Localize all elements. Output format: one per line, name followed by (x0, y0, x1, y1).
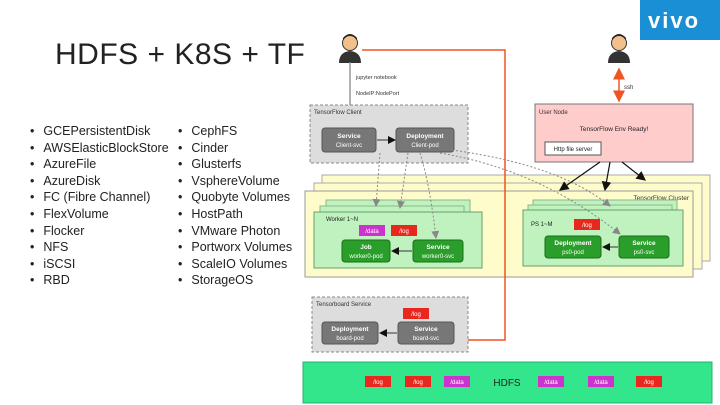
hdfs-tag (444, 376, 470, 387)
ssh-label: ssh (624, 85, 633, 91)
volume-item: FC (Fibre Channel) (30, 189, 169, 206)
volume-item: VsphereVolume (178, 173, 292, 190)
ps-deployment-name: Deployment (554, 240, 592, 247)
worker-job-name: Job (360, 244, 372, 251)
volume-list-left: GCEPersistentDisk AWSElasticBlockStore A… (30, 123, 169, 289)
ps-service-box (618, 235, 670, 259)
brand-logo-text: vivo (648, 8, 701, 33)
volume-item: StorageOS (178, 272, 292, 289)
volume-item: AzureFile (30, 156, 169, 173)
user-node-status: TensorFlow Env Ready! (580, 126, 649, 133)
hdfs-tag (538, 376, 564, 387)
hdfs-tag-label: /data (544, 380, 558, 386)
volume-item: AzureDisk (30, 173, 169, 190)
hdfs-tag-label: /log (413, 380, 423, 386)
volume-item: NFS (30, 239, 169, 256)
worker-title: Worker 1~N (326, 217, 358, 223)
file-server-box (544, 141, 602, 156)
volume-item: Quobyte Volumes (178, 189, 292, 206)
volume-item: Flocker (30, 223, 169, 240)
worker-data-tag (359, 225, 385, 236)
ps-title: PS 1~M (531, 222, 553, 228)
volume-item: HostPath (178, 206, 292, 223)
tensorboard-log-tag-label: /log (411, 312, 421, 318)
volume-list-right: CephFS Cinder Glusterfs VsphereVolume Qu… (178, 123, 292, 289)
client-deployment-box (395, 127, 455, 153)
volume-item: FlexVolume (30, 206, 169, 223)
worker-log-tag-label: /log (399, 229, 409, 235)
worker-service-sub: worker0-svc (421, 254, 454, 260)
worker-job-box (341, 239, 391, 263)
file-server-label: Http file server (554, 147, 593, 153)
volume-item: ScaleIO Volumes (178, 256, 292, 273)
worker-data-tag-label: /data (365, 229, 379, 235)
ps-deployment-box (544, 235, 602, 259)
volume-item: iSCSI (30, 256, 169, 273)
hdfs-tag (636, 376, 662, 387)
hdfs-tag (405, 376, 431, 387)
tensorboard-log-tag (403, 308, 429, 319)
volume-item: AWSElasticBlockStore (30, 140, 168, 157)
ps-log-tag-label: /log (582, 223, 592, 229)
ps-service-sub: ps0-svc (634, 250, 655, 256)
hdfs-tag-label: /data (594, 380, 608, 386)
ps-deployment-sub: ps0-pod (562, 250, 584, 256)
cluster-title: TensorFlow Cluster (633, 195, 689, 202)
ps-service-name: Service (632, 240, 656, 247)
worker-log-tag (391, 225, 417, 236)
nodeport-label: NodeIP:NodePort (356, 91, 400, 97)
client-deployment-name: Deployment (406, 133, 444, 140)
client-service-box (321, 127, 377, 153)
brand-logo: vivo (640, 0, 720, 40)
hdfs-tag-label: /data (450, 380, 464, 386)
tensorboard-deployment-sub: board-pod (336, 336, 363, 342)
client-service-sub: Client-svc (336, 143, 362, 149)
slide-title: HDFS + K8S + TF (55, 38, 306, 71)
ps-log-tag (574, 219, 600, 230)
hdfs-label: HDFS (493, 378, 521, 389)
hdfs-tag (588, 376, 614, 387)
worker-job-sub: worker0-pod (348, 254, 382, 260)
tensorboard-service-sub: board-svc (413, 336, 439, 342)
hdfs-tag (365, 376, 391, 387)
hdfs-tag-label: /log (644, 380, 654, 386)
tensorboard-service-name: Service (414, 326, 438, 333)
volume-item: VMware Photon (178, 223, 292, 240)
user-icon (608, 34, 630, 63)
tensorboard-service-box (397, 321, 455, 345)
volume-item: GCEPersistentDisk (30, 123, 169, 140)
volume-item: Cinder (178, 140, 292, 157)
client-service-name: Service (337, 133, 361, 140)
user-icon (339, 34, 361, 63)
volume-item: Glusterfs (178, 156, 292, 173)
client-deployment-sub: Client-pod (411, 143, 438, 149)
tensorboard-deployment-name: Deployment (331, 326, 369, 333)
volume-item: RBD (30, 272, 169, 289)
worker-service-name: Service (426, 244, 450, 251)
tf-client-title: TensorFlow Client (314, 110, 362, 116)
volume-item: Portworx Volumes (178, 239, 292, 256)
worker-service-box (412, 239, 464, 263)
user-node-title: User Node (539, 110, 568, 116)
tensorboard-deployment-box (321, 321, 379, 345)
tensorboard-title: Tensorboard Service (316, 302, 372, 308)
volume-item: CephFS (178, 123, 292, 140)
hdfs-tag-group: /log/log/data/data/data/log (365, 376, 662, 387)
hdfs-tag-label: /log (373, 380, 383, 386)
jupyter-label: jupyter notebook (355, 75, 397, 81)
